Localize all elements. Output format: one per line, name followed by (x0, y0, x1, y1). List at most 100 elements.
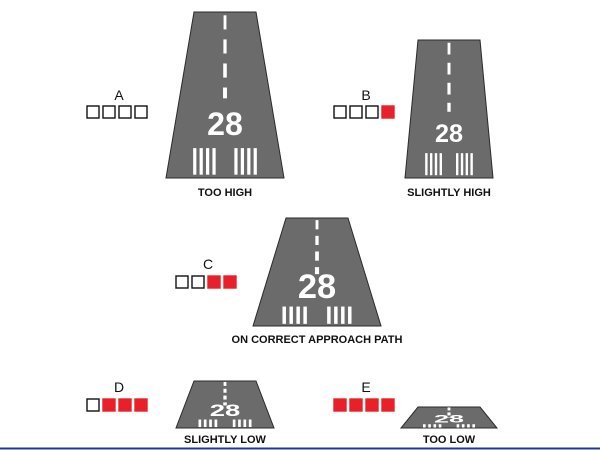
centerline-dash (223, 87, 227, 99)
threshold-bar (434, 153, 438, 176)
threshold-bar (465, 153, 469, 176)
papi-light-1-white (86, 398, 100, 412)
centerline-dash (223, 402, 227, 406)
threshold-bar (433, 424, 437, 428)
panel-d-papi-lights (86, 398, 148, 412)
panel-c-caption: ON CORRECT APPROACH PATH (232, 334, 403, 346)
threshold-bar (206, 148, 210, 175)
threshold-bar (199, 148, 203, 175)
runway-number: 28 (207, 106, 243, 142)
threshold-bar (460, 153, 464, 176)
papi-light-3-white (365, 105, 379, 119)
papi-light-4-red (381, 105, 395, 119)
threshold-bar (232, 419, 236, 428)
papi-light-2-white (191, 275, 205, 289)
panel-e-runway: 28 (399, 406, 499, 429)
papi-light-3-red (118, 398, 132, 412)
centerline-dash (447, 42, 451, 55)
threshold-bar (341, 306, 345, 324)
panel-c: C 28 ON CORRECT APPROACH PATH (175, 217, 403, 346)
threshold-bar (429, 153, 433, 176)
panel-e-papi-lights (333, 398, 395, 412)
centerline-dash (223, 15, 227, 30)
centerline-dash (223, 63, 227, 78)
threshold-bar (456, 424, 460, 428)
threshold-bar (253, 148, 257, 175)
threshold-bar (209, 419, 212, 428)
papi-light-4-white (134, 105, 148, 119)
panel-c-letter: C (203, 256, 213, 272)
panel-d: D 28 SLIGHTLY LOW (86, 379, 275, 446)
papi-light-3-white (118, 105, 132, 119)
threshold-bar (470, 153, 473, 176)
threshold-bar (334, 306, 338, 324)
panel-d-letter: D (114, 379, 124, 395)
centerline-dash (315, 220, 319, 230)
centerline-dash (447, 82, 451, 95)
panel-b: B 28 SLIGHTLY HIGH (333, 39, 494, 199)
panel-a: A 28 TOO HIGH (86, 11, 285, 199)
threshold-bar (425, 153, 428, 176)
threshold-bar (238, 419, 241, 428)
threshold-bar (455, 153, 459, 176)
panel-a-letter: A (114, 87, 124, 103)
panel-e-letter: E (361, 379, 370, 395)
panel-b-caption: SLIGHTLY HIGH (407, 187, 491, 199)
threshold-bar (214, 419, 218, 428)
threshold-bar (282, 306, 286, 324)
panel-d-caption: SLIGHTLY LOW (184, 434, 267, 446)
threshold-bar (327, 306, 331, 324)
centerline-dash (447, 102, 451, 112)
papi-light-2-red (102, 398, 116, 412)
centerline-dash (447, 417, 451, 418)
papi-light-2-red (349, 398, 363, 412)
panel-e-caption: TOO LOW (423, 434, 476, 446)
papi-light-3-red (365, 398, 379, 412)
runway-number: 28 (435, 120, 463, 148)
threshold-bar (428, 424, 431, 428)
centerline-dash (447, 62, 451, 75)
runway-number: 28 (210, 401, 241, 419)
papi-light-1-white (86, 105, 100, 119)
papi-light-4-red (223, 275, 237, 289)
threshold-bar (438, 424, 442, 428)
threshold-bar (289, 306, 293, 324)
panel-a-caption: TOO HIGH (198, 187, 252, 199)
threshold-bar (296, 306, 300, 324)
threshold-bar (240, 148, 244, 175)
papi-light-1-white (175, 275, 189, 289)
threshold-bar (243, 419, 247, 428)
panel-b-letter: B (361, 87, 370, 103)
papi-light-2-white (349, 105, 363, 119)
threshold-bar (193, 148, 197, 175)
panel-b-runway: 28 (404, 39, 494, 179)
threshold-bar (348, 306, 352, 324)
threshold-bar (467, 424, 470, 428)
threshold-bar (234, 148, 238, 175)
papi-light-1-red (333, 398, 347, 412)
panel-e: E 28 TOO LOW (333, 379, 499, 446)
runway-number: 28 (298, 268, 336, 306)
panel-d-runway: 28 (175, 380, 275, 429)
papi-light-2-white (102, 105, 116, 119)
panel-c-runway: 28 (252, 217, 382, 327)
panel-a-runway: 28 (165, 11, 285, 179)
threshold-bar (303, 306, 307, 324)
threshold-bar (198, 419, 202, 428)
panel-c-papi-lights (175, 275, 237, 289)
papi-light-4-red (134, 398, 148, 412)
threshold-bar (439, 153, 443, 176)
centerline-dash (314, 267, 320, 275)
papi-light-4-red (381, 398, 395, 412)
papi-light-3-red (207, 275, 221, 289)
centerline-dash (223, 395, 227, 400)
panel-b-papi-lights (333, 105, 395, 119)
panel-a-papi-lights (86, 105, 148, 119)
threshold-bar (423, 424, 426, 428)
threshold-bar (472, 424, 475, 428)
centerline-dash (223, 381, 227, 386)
centerline-dash (447, 407, 451, 411)
centerline-dash (447, 412, 451, 416)
centerline-dash (315, 235, 319, 245)
